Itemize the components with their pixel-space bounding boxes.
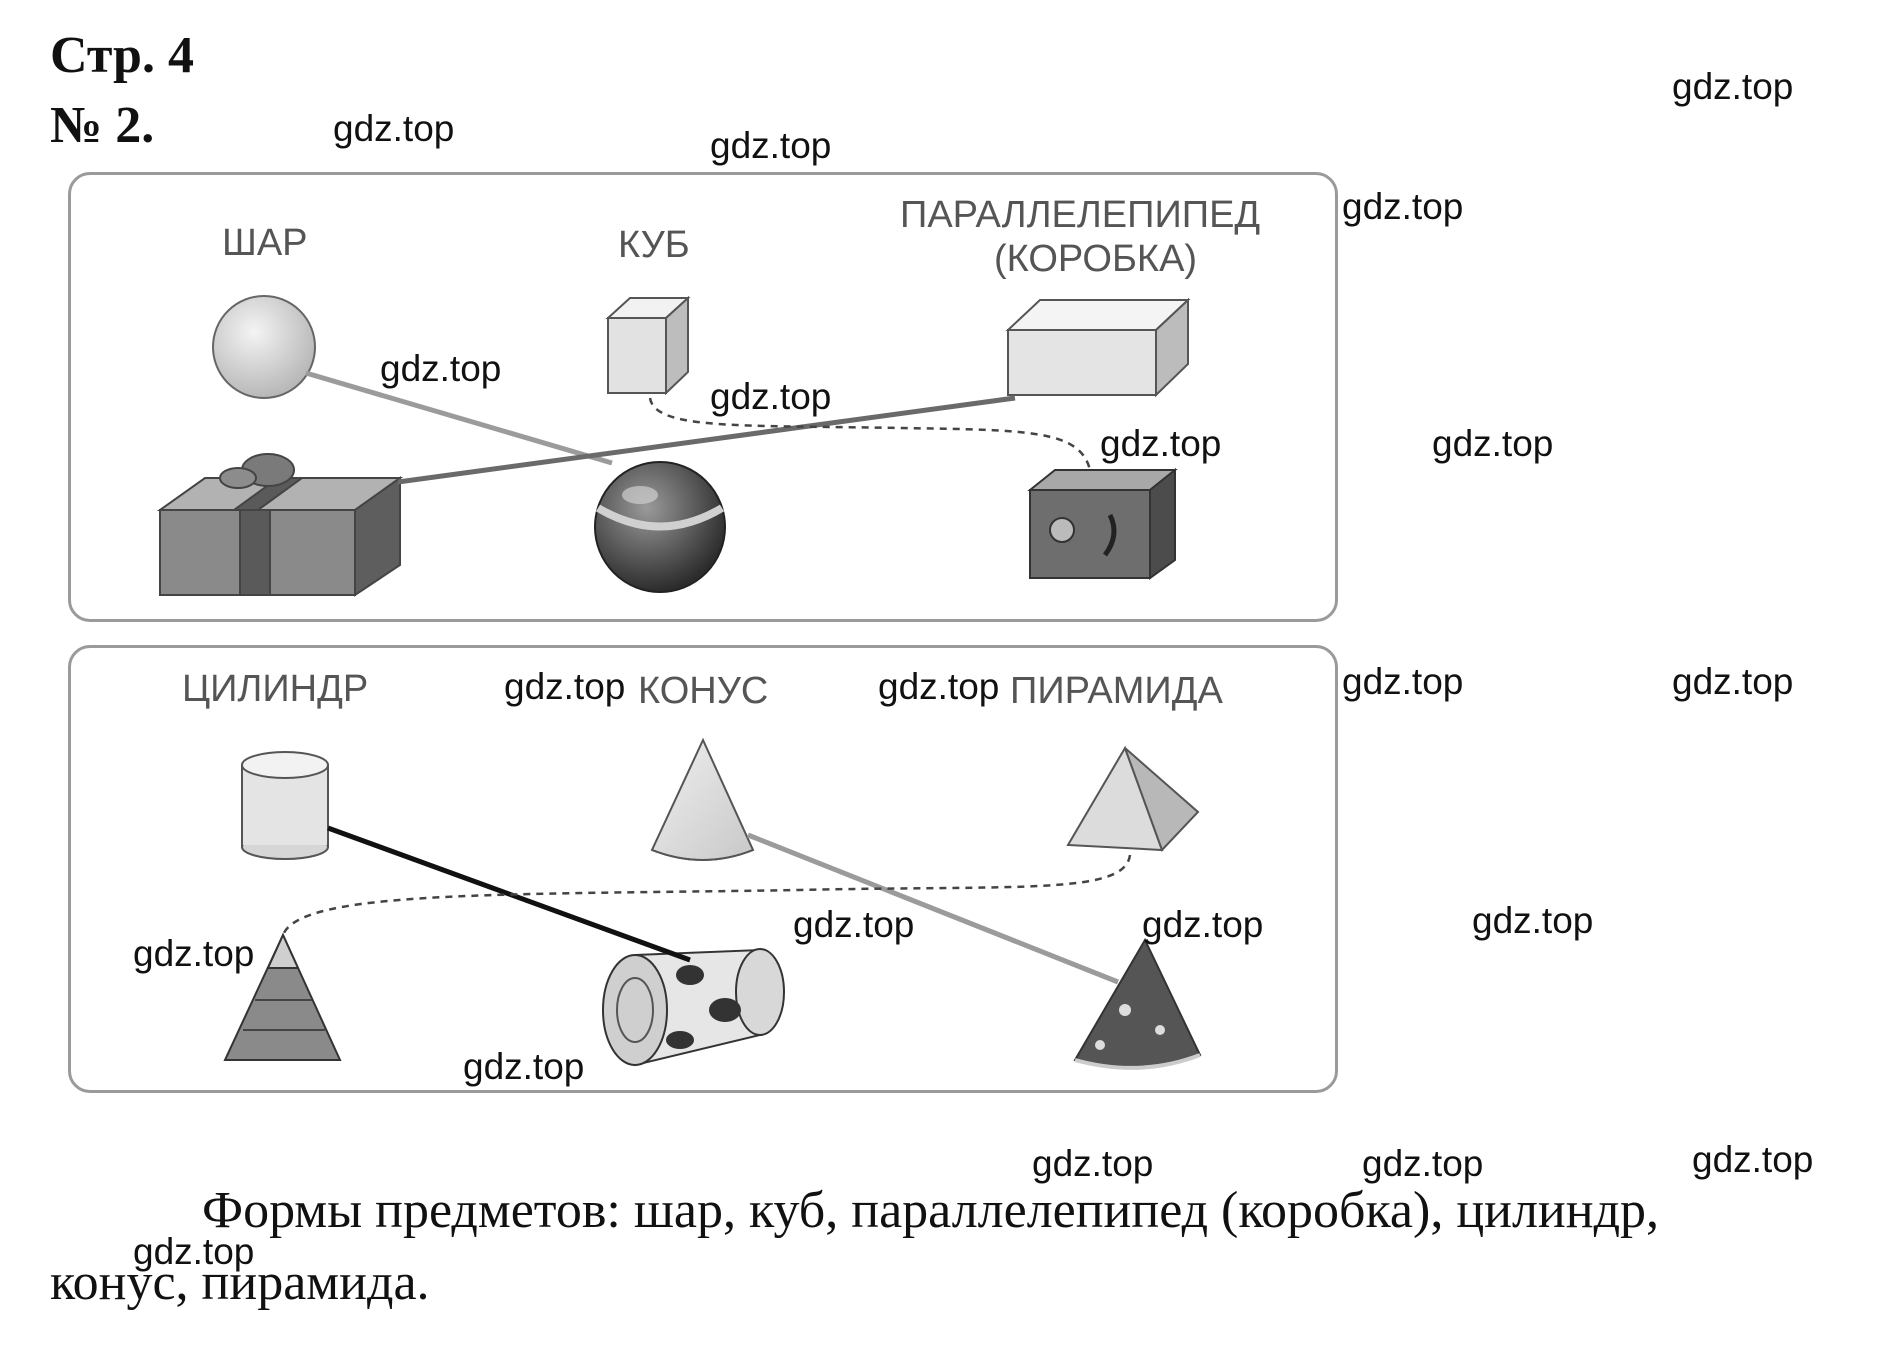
task-number: № 2.	[50, 97, 155, 154]
watermark: gdz.top	[463, 1046, 585, 1087]
parallelepiped-shape	[1005, 297, 1191, 398]
answer-line-1: Формы предметов: шар, куб, параллелепипе…	[202, 1182, 1660, 1239]
watermark: gdz.top	[133, 933, 255, 974]
connector-cylinder-toycylinder	[327, 825, 691, 963]
toy-cube-object	[1027, 467, 1178, 580]
page-number: Стр. 4	[50, 27, 194, 84]
toy-cylinder-object	[602, 948, 785, 1067]
watermark: gdz.top	[710, 376, 832, 417]
label-cube: КУБ	[618, 224, 690, 266]
watermark: gdz.top	[504, 666, 626, 707]
watermark: gdz.top	[1032, 1143, 1154, 1184]
label-parallelepiped: ПАРАЛЛЕЛЕПИПЕД	[900, 194, 1261, 236]
ball-object	[594, 461, 726, 593]
connector-pyramid-toypyramid	[281, 854, 1132, 936]
gift-box-object	[156, 453, 404, 597]
watermark: gdz.top	[1100, 423, 1222, 464]
connector-cone-partyhat	[747, 832, 1119, 985]
label-cone: КОНУС	[638, 670, 769, 712]
cone-shape	[650, 737, 755, 861]
watermark: gdz.top	[133, 1231, 255, 1272]
connector-box-gift	[397, 395, 1016, 485]
watermark: gdz.top	[1362, 1143, 1484, 1184]
label-cylinder: ЦИЛИНДР	[182, 668, 369, 710]
label-box: (КОРОБКА)	[994, 238, 1198, 280]
label-sphere: ШАР	[222, 222, 308, 264]
watermark: gdz.top	[1342, 661, 1464, 702]
party-hat-object	[1073, 937, 1202, 1070]
answer-line-2: конус, пирамида.	[50, 1254, 430, 1311]
watermark: gdz.top	[878, 666, 1000, 707]
watermark: gdz.top	[1672, 66, 1794, 107]
watermark: gdz.top	[380, 348, 502, 389]
cylinder-shape	[241, 751, 329, 860]
watermark: gdz.top	[1672, 661, 1794, 702]
watermark: gdz.top	[710, 125, 832, 166]
sphere-shape	[212, 295, 316, 399]
cube-shape	[605, 295, 691, 396]
watermark: gdz.top	[1432, 423, 1554, 464]
pyramid-shape	[1066, 745, 1200, 852]
watermark: gdz.top	[1692, 1139, 1814, 1180]
watermark: gdz.top	[333, 108, 455, 149]
toy-pyramid-object	[223, 932, 342, 1061]
label-pyramid: ПИРАМИДА	[1010, 670, 1223, 712]
watermark: gdz.top	[1142, 904, 1264, 945]
watermark: gdz.top	[793, 904, 915, 945]
watermark: gdz.top	[1342, 186, 1464, 227]
connector-sphere-ball	[305, 370, 613, 466]
watermark: gdz.top	[1472, 900, 1594, 941]
